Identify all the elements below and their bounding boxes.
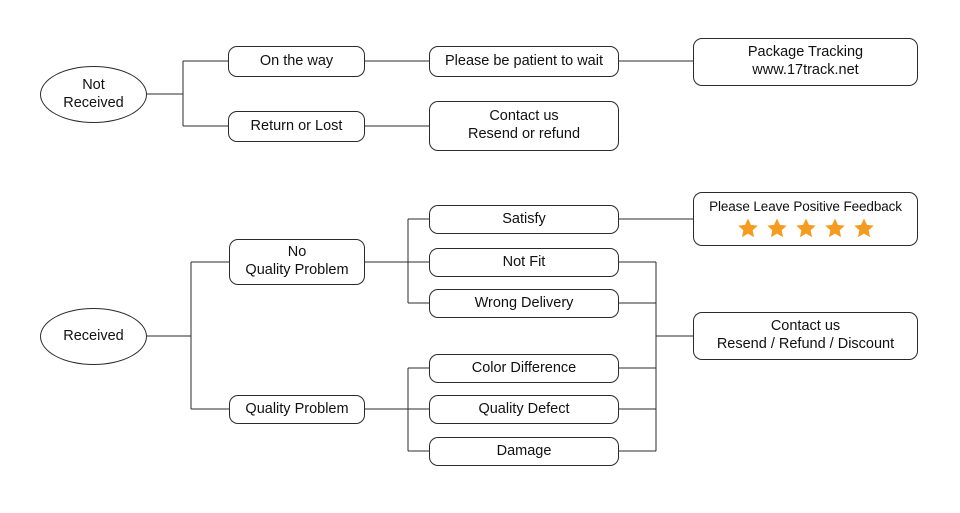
node-contact-resend-line1: Contact us [489,108,559,125]
node-quality-problem-label: Quality Problem [245,400,349,417]
node-contact-discount-line1: Contact us [770,318,841,335]
node-damage-label: Damage [496,442,552,459]
node-satisfy[interactable]: Satisfy [429,205,619,234]
node-quality-problem[interactable]: Quality Problem [229,395,365,424]
node-not-received-line1: Not [82,76,105,93]
node-color-difference-label: Color Difference [471,359,577,376]
node-not-fit-label: Not Fit [502,253,546,270]
node-contact-us-resend-or-refund[interactable]: Contact us Resend or refund [429,101,619,151]
node-contact-resend-line2: Resend or refund [467,126,581,142]
positive-feedback-label: Please Leave Positive Feedback [709,199,902,215]
node-not-fit[interactable]: Not Fit [429,248,619,277]
node-quality-defect[interactable]: Quality Defect [429,395,619,424]
star-icon[interactable] [795,217,817,239]
node-contact-us-resend-refund-discount[interactable]: Contact us Resend / Refund / Discount [693,312,918,360]
node-color-difference[interactable]: Color Difference [429,354,619,383]
node-no-quality-problem[interactable]: No Quality Problem [229,239,365,285]
star-icon[interactable] [824,217,846,239]
node-return-or-lost[interactable]: Return or Lost [228,111,365,142]
node-please-be-patient-to-wait[interactable]: Please be patient to wait [429,46,619,77]
star-icon[interactable] [737,217,759,239]
node-wrong-delivery[interactable]: Wrong Delivery [429,289,619,318]
node-received-label: Received [63,327,124,344]
star-icon[interactable] [766,217,788,239]
node-please-be-patient-label: Please be patient to wait [445,52,603,69]
node-wrong-delivery-label: Wrong Delivery [474,294,574,311]
node-package-tracking-url[interactable]: www.17track.net [752,62,859,78]
node-received[interactable]: Received [40,308,147,365]
node-quality-defect-label: Quality Defect [478,400,570,417]
node-on-the-way-label: On the way [259,52,334,69]
node-no-quality-problem-line1: No [287,244,307,261]
node-positive-feedback[interactable]: Please Leave Positive Feedback [693,192,918,246]
star-rating[interactable] [737,217,875,239]
node-package-tracking[interactable]: Package Tracking www.17track.net [693,38,918,86]
node-not-received[interactable]: Not Received [40,66,147,123]
node-package-tracking-line1: Package Tracking [747,44,864,61]
node-not-received-line2: Received [63,94,124,111]
node-contact-discount-line2: Resend / Refund / Discount [716,336,895,352]
node-satisfy-label: Satisfy [502,210,546,227]
node-return-or-lost-label: Return or Lost [250,117,343,134]
node-no-quality-problem-line2: Quality Problem [245,262,349,278]
node-damage[interactable]: Damage [429,437,619,466]
node-on-the-way[interactable]: On the way [228,46,365,77]
star-icon[interactable] [853,217,875,239]
